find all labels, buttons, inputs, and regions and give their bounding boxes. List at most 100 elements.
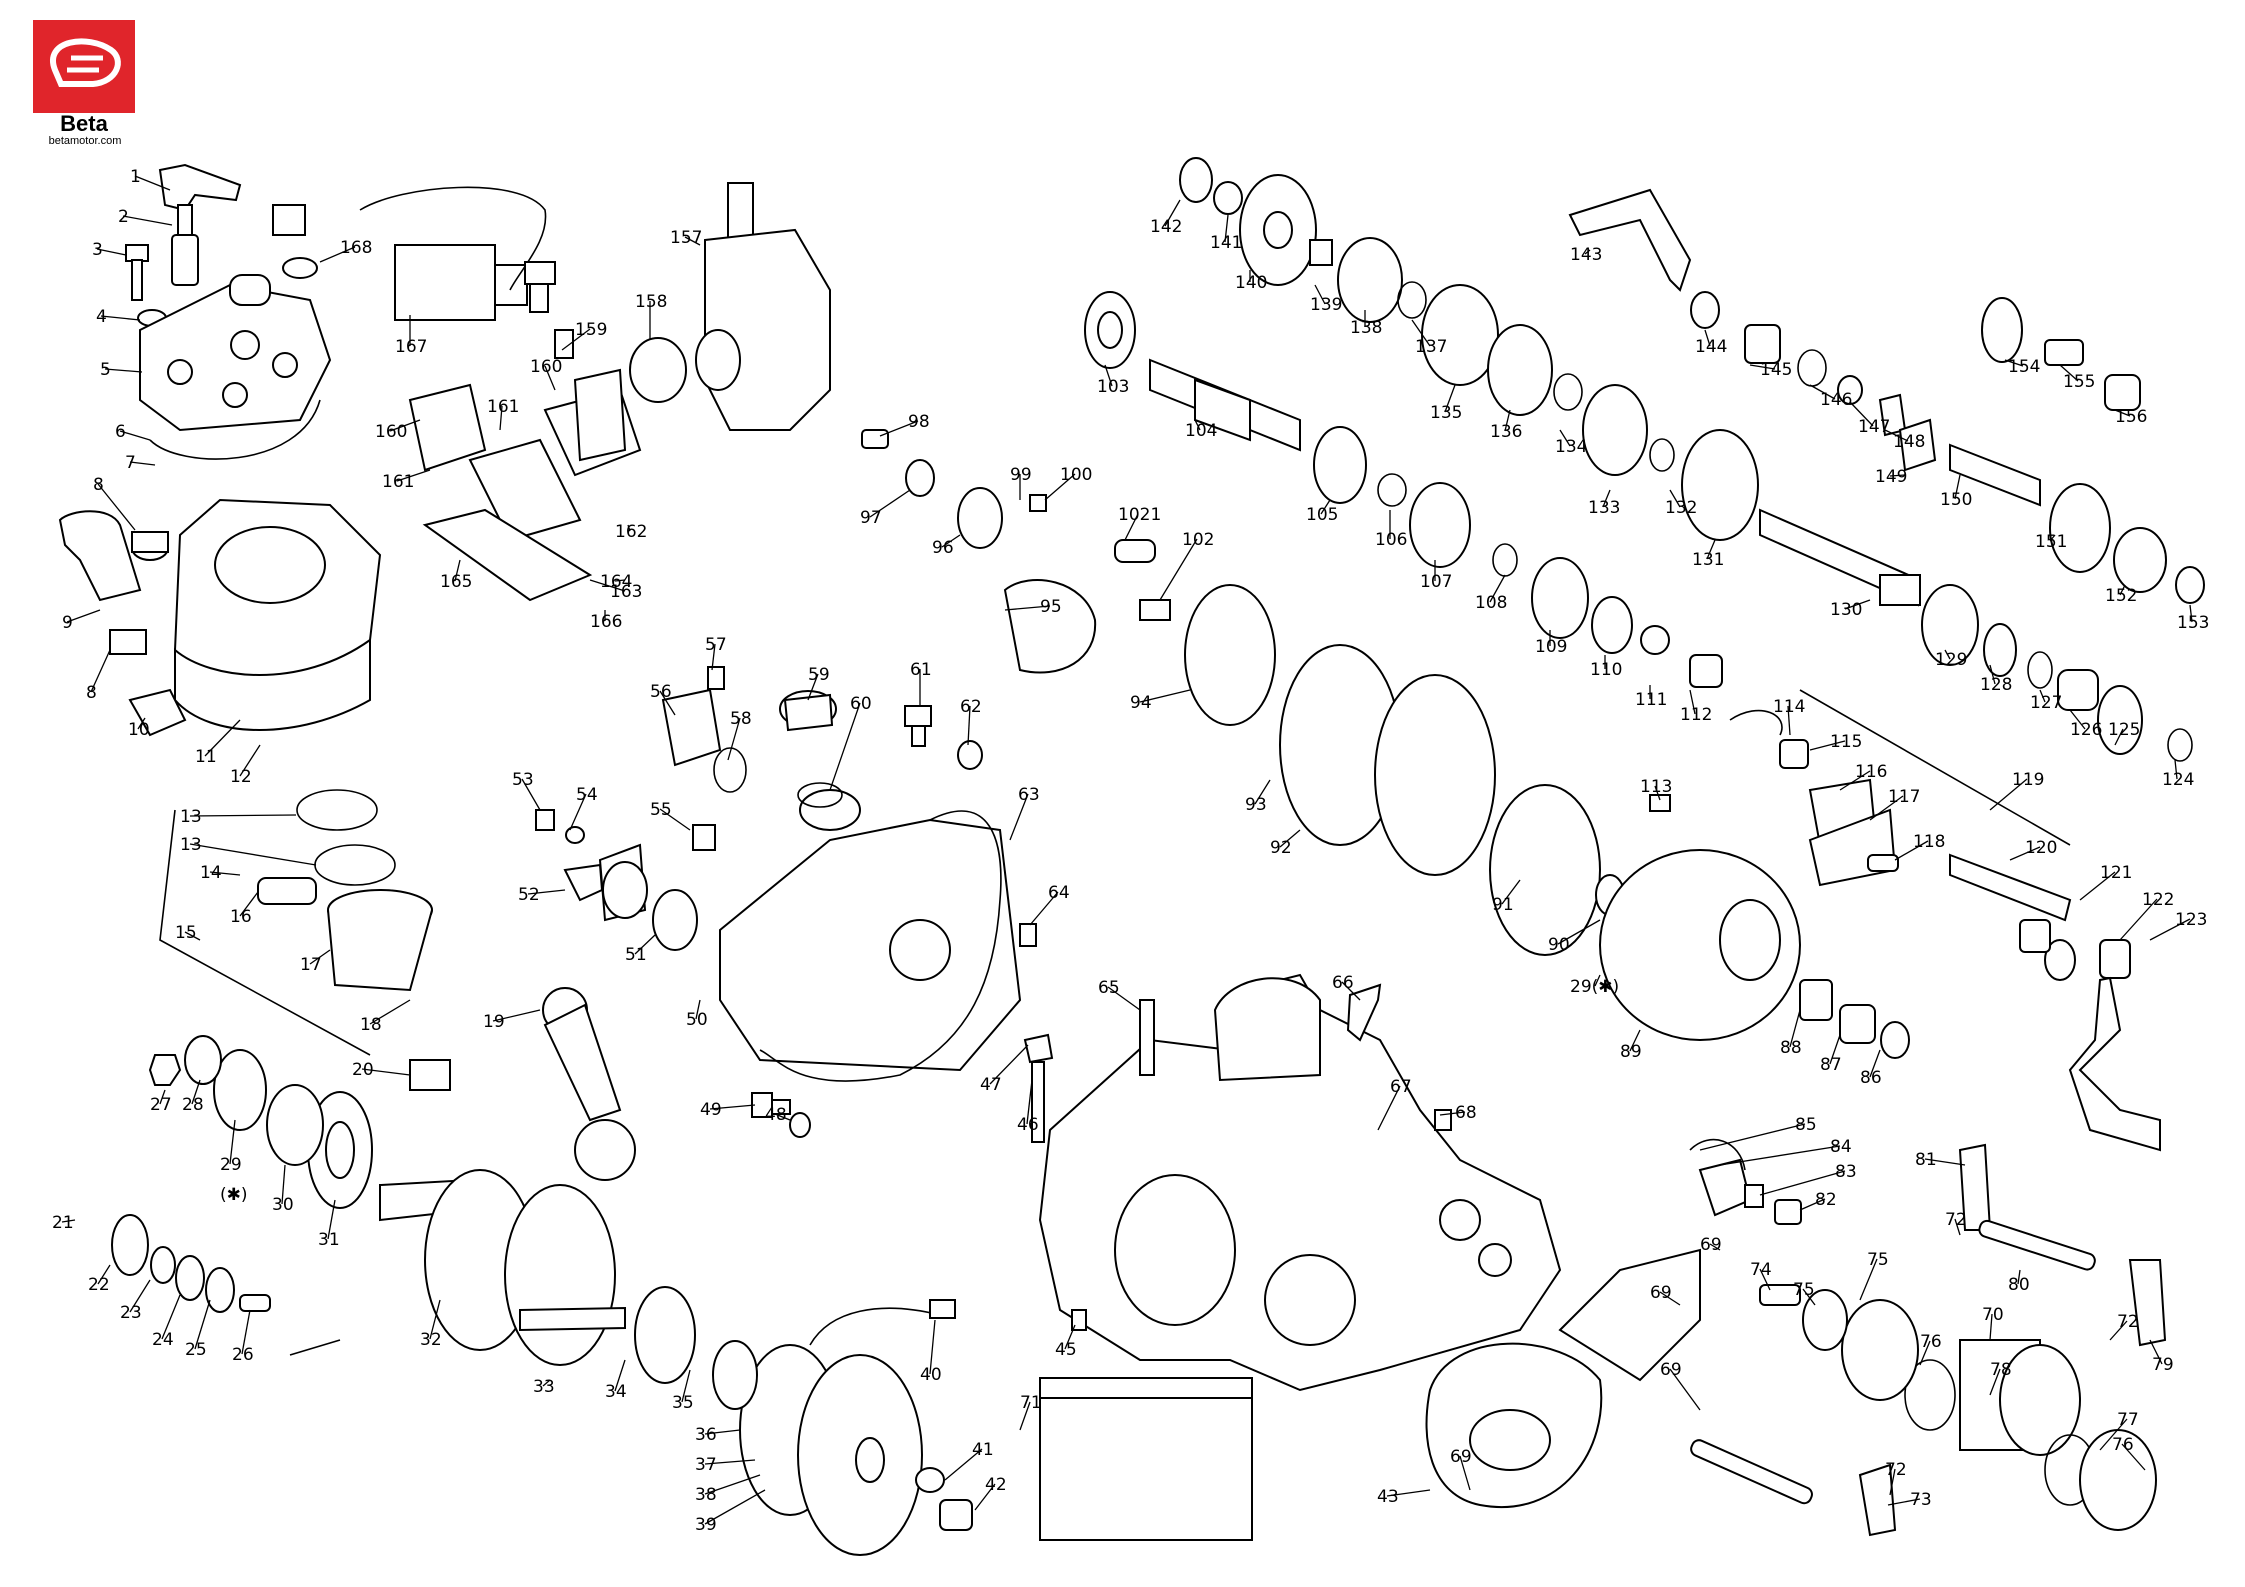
stator-connector [929,1299,956,1319]
leader-line-102 [1254,779,1271,805]
part-label-119: 110 [1590,660,1622,680]
leader-line-81 [1802,1288,1816,1306]
part-label-144: 135 [1430,403,1462,423]
part-label-37: 35 [672,1393,694,1413]
leader-line-82 [1859,1258,1878,1301]
leader-line-25 [161,1294,181,1340]
part-label-173: 162 [615,522,647,542]
leader-line-23 [97,1264,111,1285]
leader-line-85 [2099,1418,2128,1451]
spring-151 [2113,527,2167,593]
leader-line-24 [129,1279,151,1313]
part-label-50: 49 [700,1100,722,1120]
main-shaft [1149,358,1301,452]
leader-line-2 [96,248,127,256]
fork-78 [2128,1259,2167,1347]
fork-71 [1858,1463,1897,1537]
reed-gasket [422,508,593,602]
leader-line-110 [1124,513,1139,541]
bleed-screw [535,809,555,831]
part-label-168: 159 [575,320,607,340]
leader-line-101 [1279,829,1301,848]
part-label-1: 2 [118,207,129,227]
part-label-110: 1021 [1118,505,1161,525]
pump-seal [150,1246,176,1284]
screw-57 [707,666,725,690]
leader-line-122 [1654,785,1661,801]
part-label-111: 102 [1182,530,1214,550]
leader-line-0 [134,175,171,191]
leader-line-34 [429,1299,441,1340]
leader-line-138 [1944,649,1951,660]
cover-gasket [759,810,1002,1082]
screw-158 [554,329,574,359]
leader-line-105 [941,534,961,548]
leader-line-58 [711,643,716,671]
part-label-157: 148 [1893,432,1925,452]
leader-line-94 [1869,1049,1881,1078]
leader-line-67 [1341,981,1361,1001]
crank-seal [266,1084,324,1166]
case-upper [1213,977,1321,1082]
part-label-120: 111 [1635,690,1667,710]
spark-plug [171,204,199,286]
spacer-125 [2057,669,2099,711]
filler-cap-body [783,693,834,732]
part-label-15: 14 [200,863,222,883]
part-label-136: 127 [2030,693,2062,713]
part-label-126: 117 [1888,787,1920,807]
leader-line-83 [2121,1443,2146,1471]
leader-line-43 [944,1448,983,1481]
part-label-4: 5 [100,360,111,380]
rotor-nut [939,1499,973,1531]
leader-line-152 [1584,249,1591,255]
needle-bearing [131,531,169,561]
manifold-gasket [573,368,627,462]
thermostat-housing [661,688,722,767]
leader-line-52 [634,934,656,955]
gear-135 [1421,284,1499,386]
leader-line-57 [659,690,676,716]
part-label-94: 86 [1860,1068,1882,1088]
leader-line-163 [2004,359,2024,367]
bleed-washer [565,826,585,844]
part-label-156: 147 [1858,417,1890,437]
leader-line-154 [1749,364,1776,370]
part-label-171: 161 [487,397,519,417]
leader-line-174 [589,579,626,592]
part-label-10: 10 [128,720,150,740]
part-label-30: 29 [220,1155,242,1175]
rotor-bearing [634,1286,696,1384]
part-label-117: 108 [1475,593,1507,613]
stud-65 [1139,999,1155,1076]
leader-line-90 [1799,1198,1826,1211]
legend-box [1039,1377,1253,1541]
part-label-140: 131 [1692,550,1724,570]
pump-shaft [239,1294,271,1312]
part-label-167: 158 [635,292,667,312]
leader-line-98 [1629,1029,1641,1052]
leader-line-148 [1314,284,1326,305]
part-label-132: 123 [2175,910,2207,930]
part-label-107: 98 [908,412,930,432]
screw-49 [751,1092,791,1118]
spark-plug-cap [158,163,242,212]
exhaust-gasket [128,688,187,737]
part-label-165: 156 [2115,407,2147,427]
part-label-40: 38 [695,1485,717,1505]
gear-150 [2049,483,2111,573]
oring-145 [1797,349,1827,387]
part-label-24: 23 [120,1303,142,1323]
leader-line-4 [104,368,143,373]
leader-line-8 [66,609,101,623]
part-label-118: 109 [1535,637,1567,657]
leader-line-141 [1669,489,1681,508]
leader-line-169 [544,365,556,391]
part-label-68: 67 [1390,1077,1412,1097]
leader-line-133 [2174,759,2178,780]
part-label-169: 160 [530,357,562,377]
part-label-21: 20 [352,1060,374,1080]
leader-line-73 [1659,1291,1681,1306]
part-label-160: 151 [2035,532,2067,552]
part-label-22: 21 [52,1213,74,1233]
